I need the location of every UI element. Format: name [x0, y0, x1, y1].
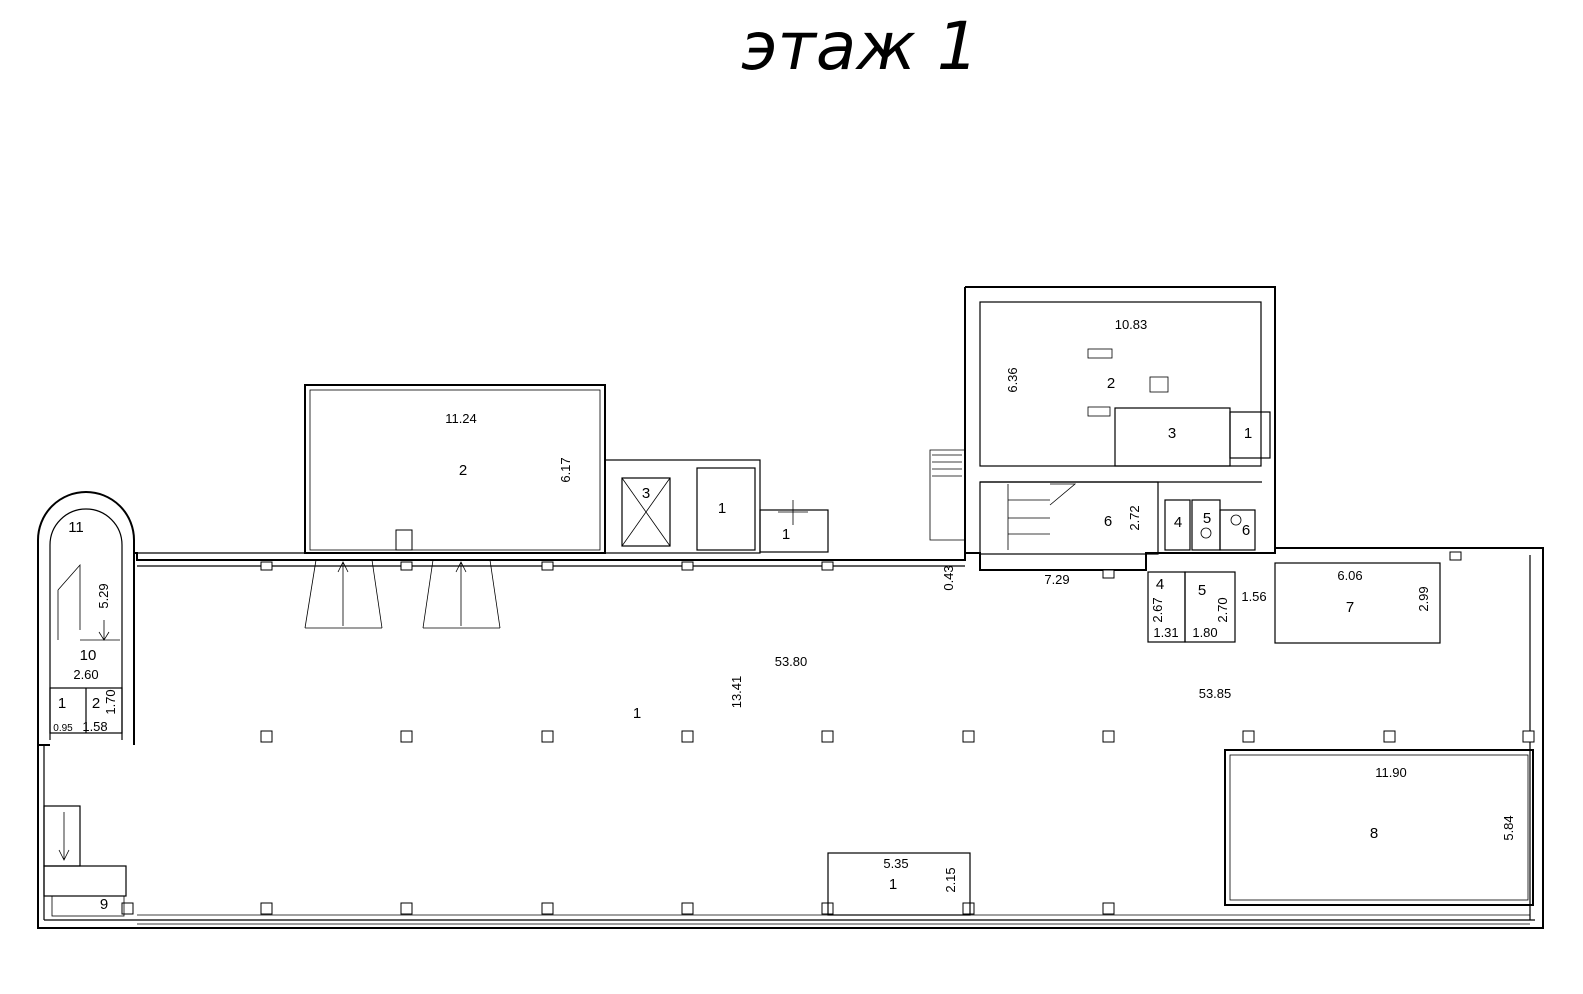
room-5b-depth: 2.70 — [1215, 597, 1230, 622]
main-hall-width: 53.80 — [775, 654, 808, 669]
main-hall-width-right: 53.85 — [1199, 686, 1232, 701]
small-2-depth: 1.70 — [103, 689, 118, 714]
closet-a-number: 1 — [718, 500, 726, 517]
room-7-number: 7 — [1346, 599, 1354, 616]
room-8-depth: 5.84 — [1501, 815, 1516, 840]
room-8-width: 11.90 — [1375, 765, 1407, 780]
showroom-width: 11.24 — [445, 411, 477, 426]
west-stair-tower — [37, 491, 135, 917]
room-9-number: 9 — [100, 896, 108, 913]
elevator-number: 3 — [642, 485, 650, 502]
small-2-number: 2 — [92, 695, 100, 712]
stair-10-width: 2.60 — [73, 667, 98, 682]
niche-number: 1 — [889, 876, 897, 893]
stair-10-number: 10 — [80, 647, 97, 664]
wc-5-number: 5 — [1203, 510, 1211, 527]
northeast-block — [929, 286, 1276, 555]
small-1-width: 0.95 — [53, 723, 73, 734]
small-2-width: 1.58 — [82, 719, 107, 734]
stair-room-depth: 2.72 — [1127, 505, 1142, 530]
room-5b-width: 1.80 — [1192, 625, 1217, 640]
gap-value: 1.56 — [1241, 589, 1266, 604]
wc-6-number: 6 — [1242, 522, 1250, 539]
floor-title: этаж 1 — [741, 8, 979, 85]
room-7-depth: 2.99 — [1416, 586, 1431, 611]
office-2-number: 2 — [1107, 375, 1115, 392]
wc-4-number: 4 — [1174, 514, 1182, 531]
showroom-walls — [304, 384, 606, 629]
niche-depth: 2.15 — [943, 867, 958, 892]
showroom-depth: 6.17 — [558, 457, 573, 482]
corridor-offset: 0.43 — [941, 565, 956, 590]
showroom-number: 2 — [459, 462, 467, 479]
elevator-block — [604, 459, 829, 554]
corridor-width: 7.29 — [1044, 572, 1069, 587]
room-4b-number: 4 — [1156, 576, 1164, 593]
room-4b-width: 1.31 — [1153, 625, 1178, 640]
columns — [121, 551, 1535, 915]
stair-10-depth: 5.29 — [96, 583, 111, 608]
main-hall-number: 1 — [633, 705, 641, 722]
main-hall-depth: 13.41 — [729, 676, 744, 709]
room-labels: 1 53.80 53.85 13.41 2 11.24 6.17 3 1 1 2… — [53, 317, 1516, 913]
east-rooms — [827, 562, 1534, 916]
office-2-depth: 6.36 — [1005, 367, 1020, 392]
stair-11-number: 11 — [68, 519, 84, 536]
stair-room-number: 6 — [1104, 513, 1112, 530]
room-5b-number: 5 — [1198, 582, 1206, 599]
small-1-number: 1 — [58, 695, 66, 712]
office-1-number: 1 — [1244, 425, 1252, 442]
room-4b-depth: 2.67 — [1150, 597, 1165, 622]
niche-width: 5.35 — [883, 856, 908, 871]
closet-b-number: 1 — [782, 526, 790, 543]
room-8-number: 8 — [1370, 825, 1378, 842]
office-3-number: 3 — [1168, 425, 1176, 442]
office-2-width: 10.83 — [1115, 317, 1148, 332]
room-7-width: 6.06 — [1337, 568, 1362, 583]
